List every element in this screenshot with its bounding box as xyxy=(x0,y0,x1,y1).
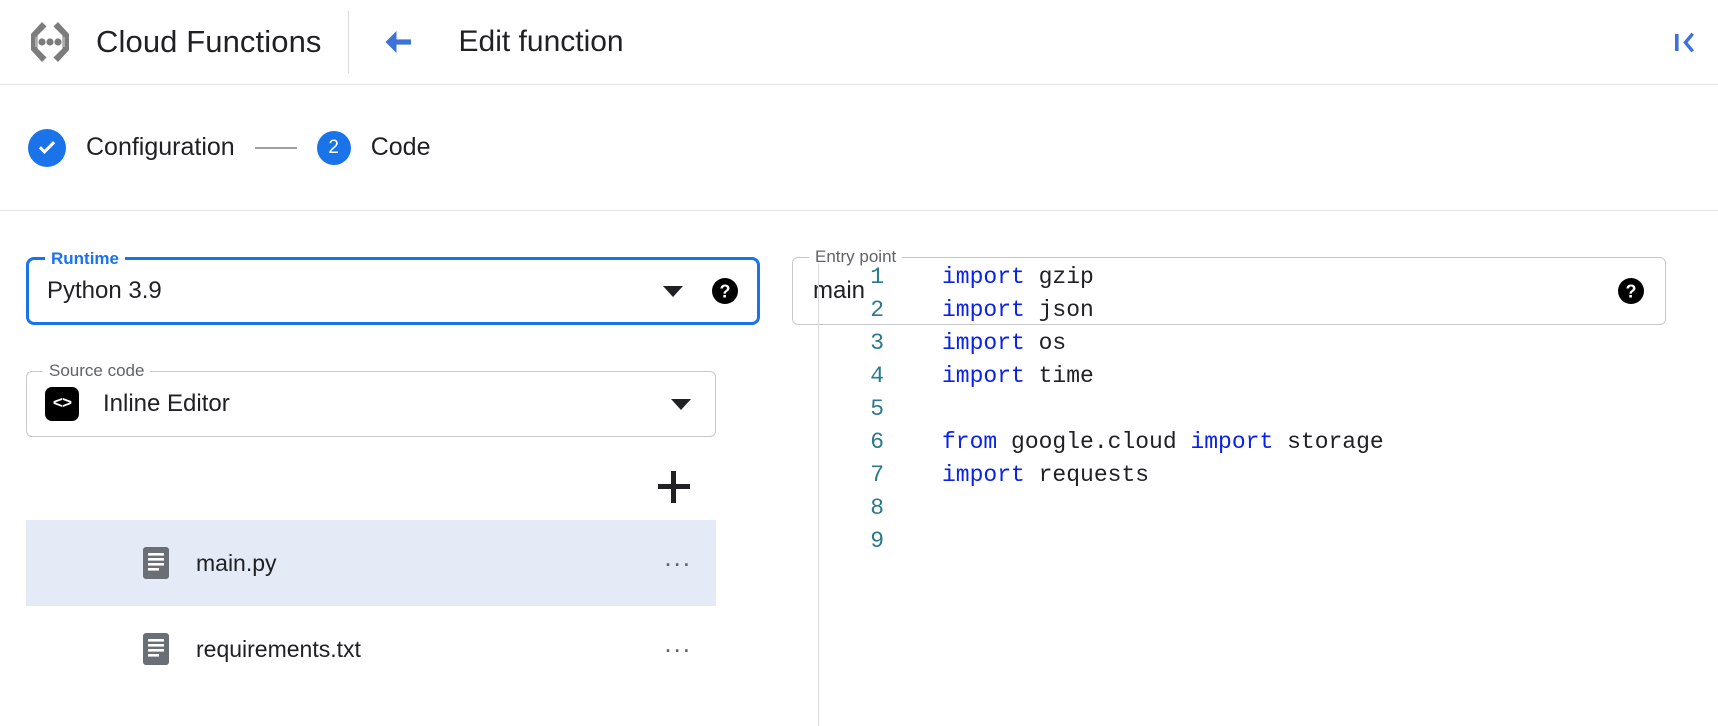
code-identifier: os xyxy=(1024,330,1067,356)
brand-title: Cloud Functions xyxy=(96,24,322,59)
code-keyword: import xyxy=(942,462,1025,488)
step-configuration[interactable]: Configuration xyxy=(28,128,235,167)
code-text[interactable]: import json xyxy=(888,294,1094,327)
runtime-value: Python 3.9 xyxy=(47,277,162,304)
step-code-number: 2 xyxy=(316,130,351,165)
code-keyword: import xyxy=(1190,429,1274,455)
chevron-down-icon[interactable] xyxy=(663,285,683,297)
brand[interactable]: Cloud Functions xyxy=(0,0,348,84)
check-icon xyxy=(28,128,66,167)
code-identifier: gzip xyxy=(1024,264,1094,290)
code-text[interactable]: import os xyxy=(888,327,1066,360)
line-number: 3 xyxy=(870,330,884,356)
app-header: Cloud Functions Edit function xyxy=(0,0,1718,85)
code-line: 5 xyxy=(840,393,1718,426)
code-line: 9 xyxy=(840,525,1718,558)
file-list-item-requirements-txt[interactable]: requirements.txt ... xyxy=(26,606,716,692)
file-icon xyxy=(142,632,170,666)
source-code-value: Inline Editor xyxy=(103,390,230,417)
page-title: Edit function xyxy=(458,25,624,58)
code-text[interactable]: import time xyxy=(888,360,1094,393)
line-number: 9 xyxy=(870,528,884,554)
file-list-item-main-py[interactable]: main.py ... xyxy=(26,520,716,606)
panel-divider xyxy=(818,263,819,726)
code-keyword: import xyxy=(942,363,1025,389)
help-icon[interactable]: ? xyxy=(711,277,739,305)
help-icon[interactable]: ? xyxy=(1617,277,1645,305)
code-identifier: json xyxy=(1024,297,1094,323)
file-overflow-menu-button[interactable]: ... xyxy=(664,628,692,658)
collapse-panel-icon[interactable] xyxy=(1670,27,1700,57)
entry-point-input[interactable]: main xyxy=(813,277,866,304)
content-area: Runtime Python 3.9 ? Entry point main ? … xyxy=(0,211,1718,726)
source-code-label: Source code xyxy=(43,361,151,381)
code-identifier: google.cloud xyxy=(997,429,1191,455)
step-connector xyxy=(254,146,297,149)
file-toolbar xyxy=(26,457,716,517)
line-number: 6 xyxy=(870,429,884,455)
entry-point-label: Entry point xyxy=(809,247,903,267)
runtime-select[interactable]: Runtime Python 3.9 ? xyxy=(26,249,760,325)
cloud-functions-logo-icon xyxy=(22,14,78,70)
code-keyword: import xyxy=(942,264,1025,290)
code-text[interactable]: from google.cloud import storage xyxy=(888,426,1384,459)
svg-text:?: ? xyxy=(1626,282,1637,302)
code-icon: <> xyxy=(45,387,79,421)
file-name: main.py xyxy=(196,549,277,576)
wizard-stepper: Configuration 2 Code xyxy=(0,85,1718,211)
code-identifier: time xyxy=(1024,363,1094,389)
svg-text:?: ? xyxy=(720,282,731,302)
code-line: 8 xyxy=(840,492,1718,525)
line-number: 8 xyxy=(870,495,884,521)
file-name: requirements.txt xyxy=(196,635,361,662)
entry-point-field[interactable]: Entry point main ? xyxy=(792,247,1666,325)
code-text[interactable]: import gzip xyxy=(888,261,1094,294)
file-overflow-menu-button[interactable]: ... xyxy=(664,542,692,572)
code-keyword: from xyxy=(942,429,998,455)
line-number: 7 xyxy=(870,462,884,488)
code-identifier: storage xyxy=(1273,429,1384,455)
arrow-left-icon[interactable] xyxy=(381,25,415,59)
line-number: 1 xyxy=(870,264,884,290)
runtime-label: Runtime xyxy=(45,249,125,269)
header-actions xyxy=(1670,27,1700,57)
chevron-down-icon[interactable] xyxy=(671,398,691,410)
line-number: 4 xyxy=(870,363,884,389)
source-code-select[interactable]: Source code <> Inline Editor xyxy=(26,361,716,437)
step-configuration-label: Configuration xyxy=(86,133,235,161)
code-keyword: import xyxy=(942,330,1025,356)
code-keyword: import xyxy=(942,297,1025,323)
file-icon xyxy=(142,546,170,580)
line-number: 5 xyxy=(870,396,884,422)
line-number: 2 xyxy=(870,297,884,323)
header-divider xyxy=(347,11,349,73)
step-code-label: Code xyxy=(370,133,431,161)
add-file-icon[interactable] xyxy=(658,471,690,503)
code-text[interactable]: import requests xyxy=(888,459,1149,492)
page-heading: Edit function xyxy=(349,25,624,59)
step-code[interactable]: 2 Code xyxy=(316,130,431,165)
code-identifier: requests xyxy=(1024,462,1150,488)
file-list: main.py ... requirements.txt ... xyxy=(26,520,716,692)
